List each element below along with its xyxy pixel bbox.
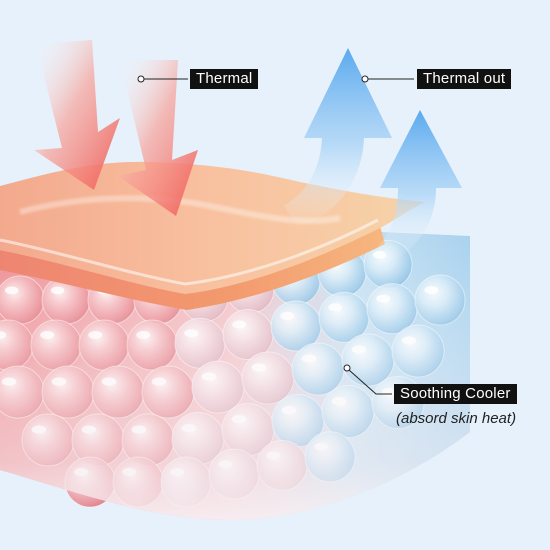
soothing-cooler-caption: (absord skin heat) [396, 410, 517, 427]
cooling-gel-layer [0, 232, 470, 520]
heat-arrow-left [34, 40, 120, 190]
heat-arrow-right [118, 60, 198, 216]
thermal-out-arrows [284, 48, 462, 262]
thermal-label: Thermal [190, 69, 259, 89]
soothing-cooler-label: Soothing Cooler [394, 384, 517, 404]
thermal-in-arrows [34, 40, 198, 216]
cool-arrow-right [378, 110, 462, 262]
callout-leaders [137, 75, 414, 395]
thermal-out-label: Thermal out [417, 69, 512, 89]
cool-arrow-left [284, 48, 392, 228]
